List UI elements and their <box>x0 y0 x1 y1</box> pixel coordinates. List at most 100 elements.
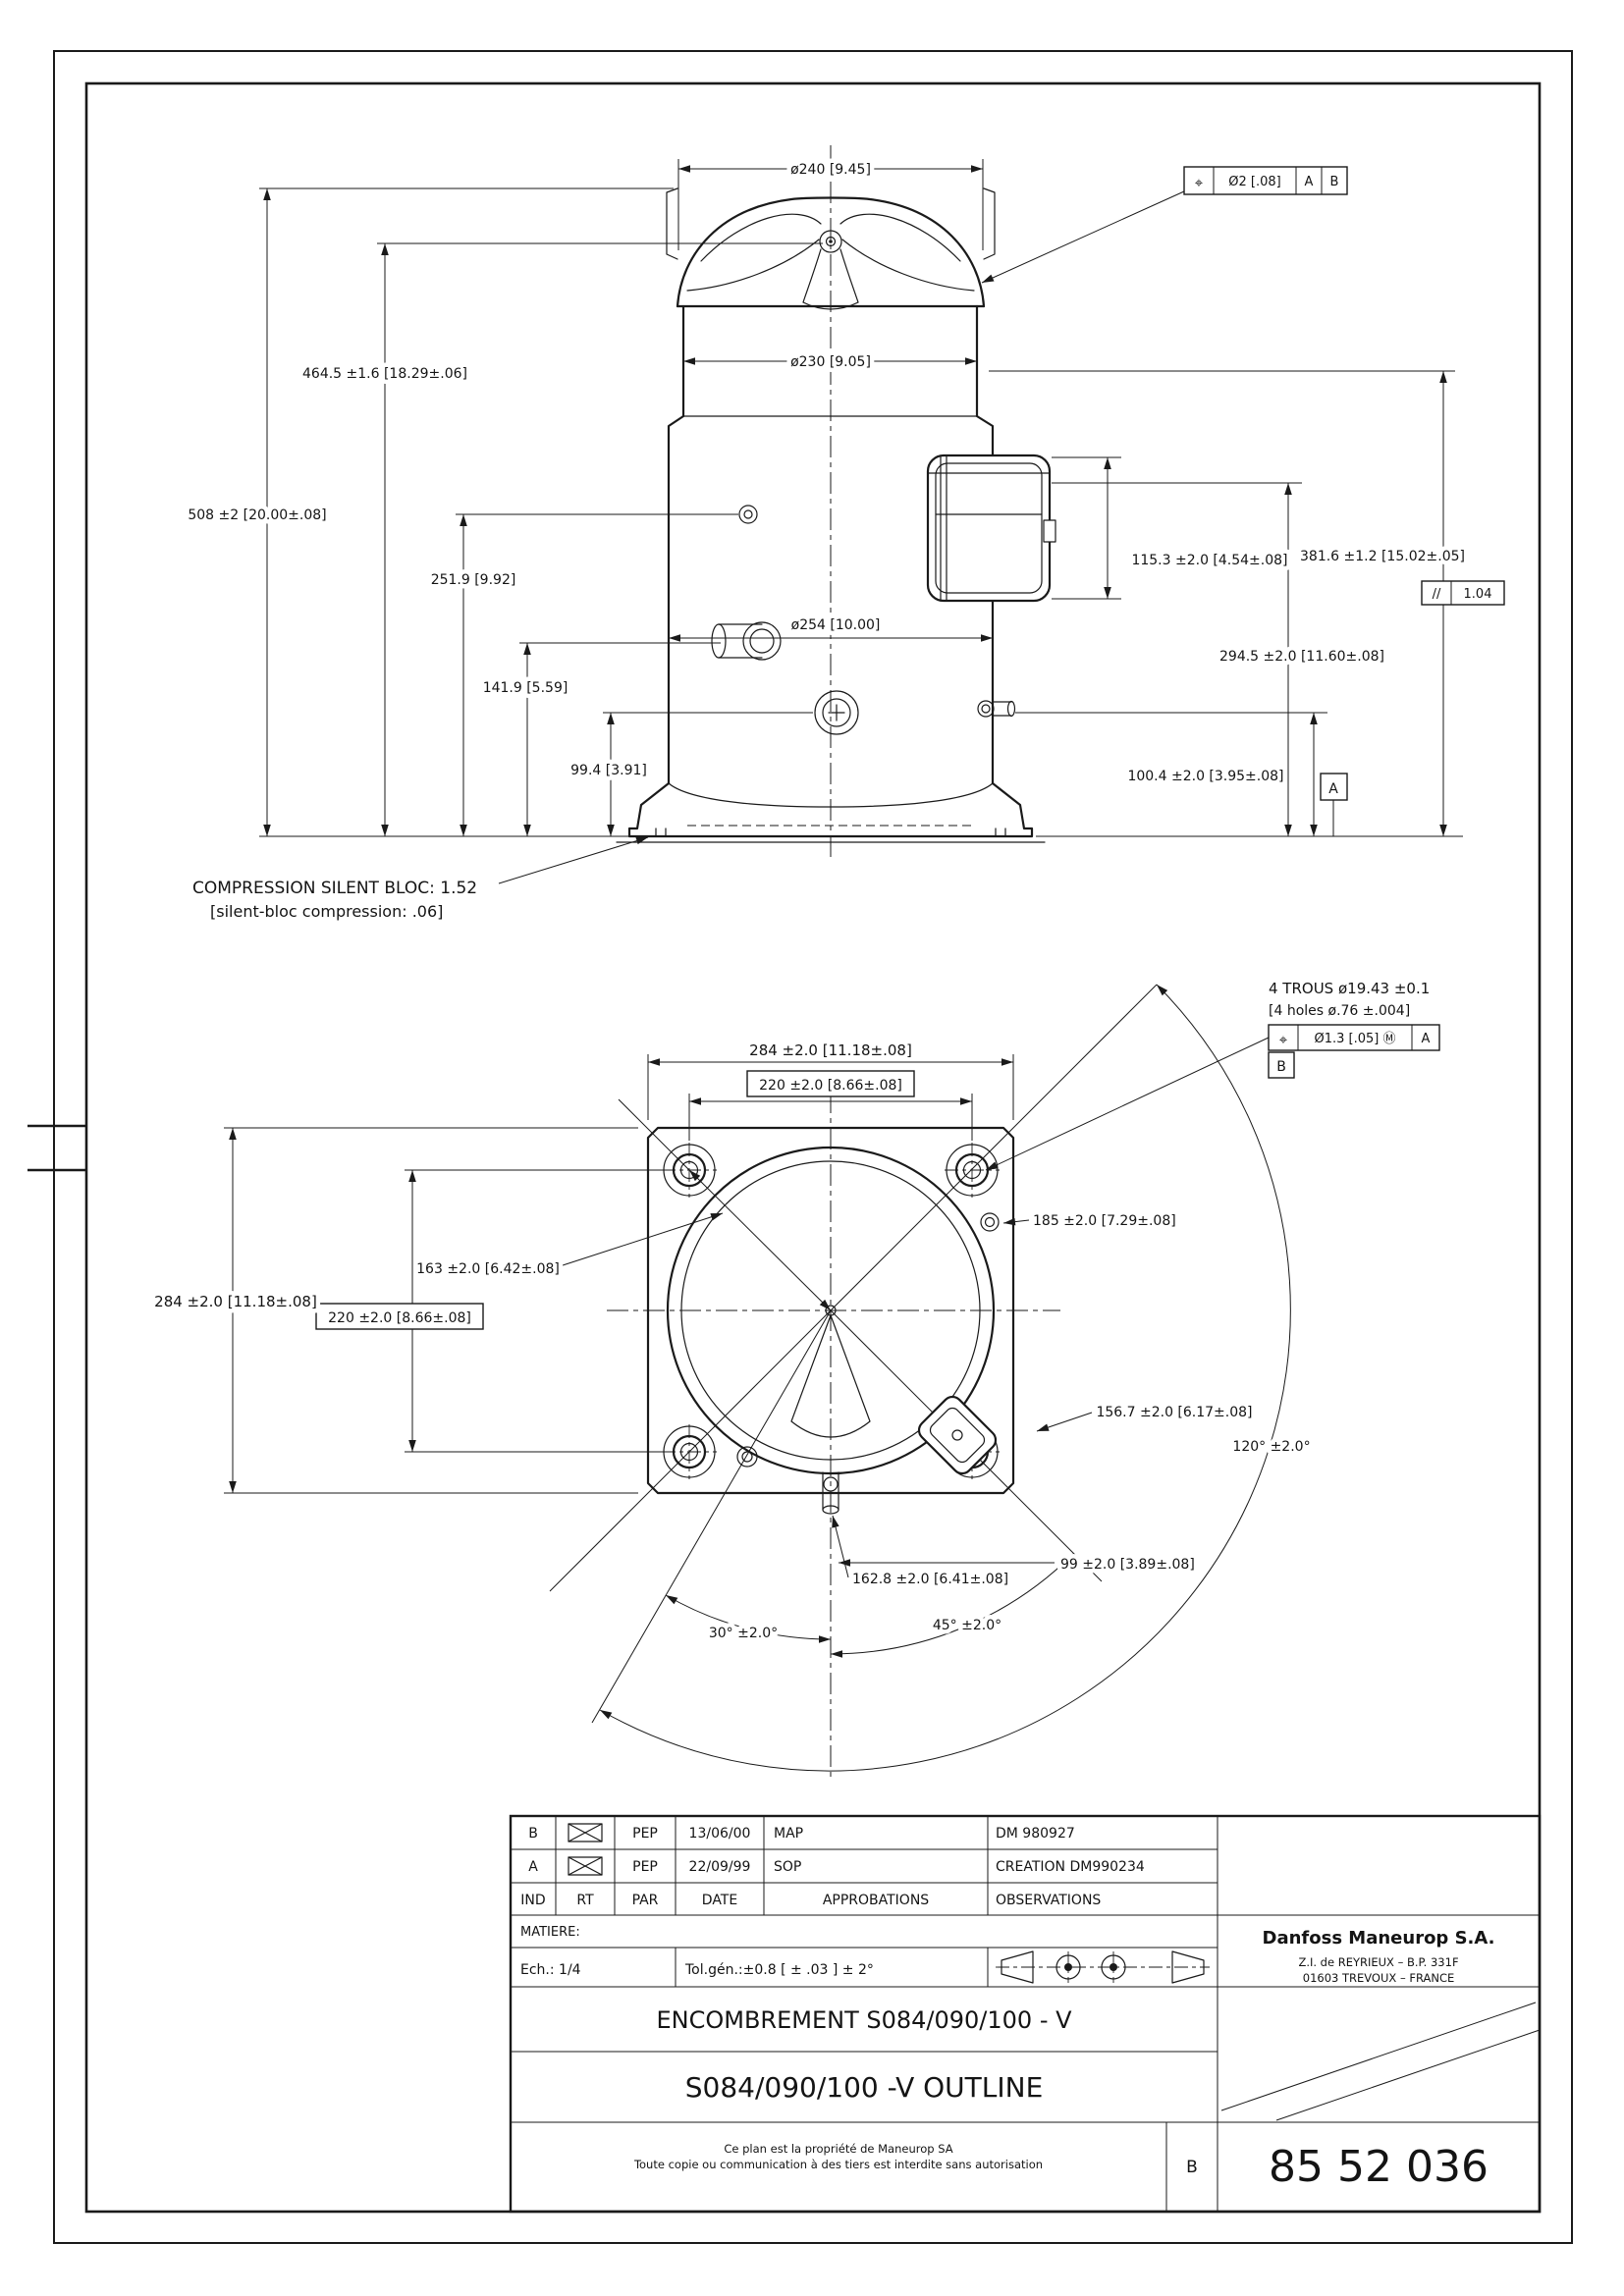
dim-cap-diameter: ø240 [9.45] <box>790 162 871 178</box>
dim-width-holes: 220 ±2.0 [8.66±.08] <box>759 1078 902 1094</box>
revision-header-row: IND RT PAR DATE APPROBATIONS OBSERVATION… <box>520 1893 1101 1908</box>
dim-height-holes: 220 ±2.0 [8.66±.08] <box>328 1310 471 1326</box>
dim-fitting-height: 100.4 ±2.0 [3.95±.08] <box>1127 769 1283 784</box>
angle-arcs <box>599 984 1291 1772</box>
upper-right-fitting <box>980 1212 1000 1232</box>
rev-ind: A <box>528 1859 538 1875</box>
rev-observation: CREATION DM990234 <box>996 1859 1145 1875</box>
dim-discharge-offset: 156.7 ±2.0 [6.17±.08] <box>1096 1405 1252 1420</box>
discharge-fitting <box>917 1395 998 1475</box>
dim-hole-radius: 163 ±2.0 [6.42±.08] <box>416 1261 560 1277</box>
title-block: B PEP 13/06/00 MAP DM 980927 A PEP 22/09… <box>509 1814 1542 2214</box>
header-rt: RT <box>576 1893 594 1908</box>
dim-suction-height: 141.9 [5.59] <box>483 680 568 696</box>
rev-ind: B <box>528 1826 538 1842</box>
dim-terminal-bottom-height: 294.5 ±2.0 [11.60±.08] <box>1219 649 1384 665</box>
ray-30deg <box>591 1309 832 1724</box>
note-silent-bloc-fr: COMPRESSION SILENT BLOC: 1.52 <box>192 879 477 898</box>
fcf-tolerance: Ø1.3 [.05] Ⓜ <box>1315 1032 1396 1046</box>
dim-base-width: 284 ±2.0 [11.18±.08] <box>749 1041 912 1059</box>
drawing-number: 85 52 036 <box>1269 2142 1489 2192</box>
arc-45deg <box>830 1553 1074 1658</box>
terminal-box <box>926 454 1056 603</box>
datum-b-label: B <box>1276 1059 1286 1075</box>
dim-overall-height: 508 ±2 [20.00±.08] <box>188 507 326 523</box>
sheet-border <box>27 50 1573 2244</box>
drawing-title-en: S084/090/100 -V OUTLINE <box>685 2071 1044 2104</box>
dim-angle-120: 120° ±2.0° <box>1232 1439 1310 1455</box>
note-silent-bloc-en: [silent-bloc compression: .06] <box>210 902 443 921</box>
holes-note-block: 4 TROUS ø19.43 ±0.1 [4 holes ø.76 ±.004]… <box>985 980 1440 1171</box>
dim-base-height: 284 ±2.0 [11.18±.08] <box>154 1293 317 1310</box>
dim-lower-fitting-offset: 99 ±2.0 [3.89±.08] <box>1060 1557 1195 1573</box>
void-diagonal-lines <box>1220 2002 1541 2121</box>
header-ind: IND <box>520 1893 545 1908</box>
cap-center-boss <box>819 230 842 253</box>
dim-shell-height: 464.5 ±1.6 [18.29±.06] <box>302 366 467 382</box>
dim-oil-glass-height: 251.9 [9.92] <box>431 572 516 588</box>
dim-sight-glass-height: 99.4 [3.91] <box>570 763 647 778</box>
datum-a-frame: A <box>1320 773 1348 836</box>
header-approbations: APPROBATIONS <box>823 1893 929 1908</box>
silent-bloc-leader <box>498 836 649 884</box>
oil-glass-bolt <box>738 505 758 524</box>
title-block-grid <box>511 1816 1540 2212</box>
parallel-symbol-icon: // <box>1433 587 1441 602</box>
rev-approbation: SOP <box>774 1859 801 1875</box>
rev-par: PEP <box>632 1859 658 1875</box>
cap-lug-left <box>666 187 678 260</box>
note-holes-fr: 4 TROUS ø19.43 ±0.1 <box>1269 980 1430 997</box>
position-symbol-icon: ⌖ <box>1279 1031 1288 1048</box>
scale-label: Ech.: 1/4 <box>520 1962 581 1978</box>
position-symbol-icon: ⌖ <box>1195 174 1204 191</box>
company-address-1: Z.I. de REYRIEUX – B.P. 331F <box>1298 1955 1458 1969</box>
fcf-datum-a: A <box>1422 1032 1431 1046</box>
bottom-view: 220 ±2.0 [8.66±.08] 220 ±2.0 [8.66±.08] … <box>150 980 1440 1777</box>
matiere-label: MATIERE: <box>520 1925 580 1940</box>
fcf-leader <box>981 190 1185 284</box>
rev-par: PEP <box>632 1826 658 1842</box>
dim-angle-30: 30° ±2.0° <box>709 1626 778 1641</box>
fcf-datum-a: A <box>1305 175 1314 189</box>
basic-dim-width-holes: 220 ±2.0 [8.66±.08] <box>746 1070 915 1097</box>
property-note-2: Toute copie ou communication à des tiers… <box>633 2158 1043 2171</box>
extension-lines-front <box>259 159 1463 837</box>
company-address-2: 01603 TREVOUX – FRANCE <box>1303 1971 1455 1985</box>
front-view: ø240 [9.45] ø230 [9.05] ø254 [10.00] 508… <box>184 145 1505 921</box>
dim-main-shell-diameter: ø254 [10.00] <box>791 617 881 633</box>
revision-flag-icon <box>568 1823 603 1842</box>
header-observations: OBSERVATIONS <box>996 1893 1101 1908</box>
dim-drain-offset: 162.8 ±2.0 [6.41±.08] <box>852 1572 1008 1587</box>
property-note-1: Ce plan est la propriété de Maneurop SA <box>724 2142 952 2156</box>
rev-date: 22/09/99 <box>689 1859 751 1875</box>
fcf-datum-b: B <box>1330 175 1339 189</box>
terminal-box-latch <box>1043 519 1056 543</box>
fcf-parallelism: // 1.04 <box>1421 580 1505 606</box>
datum-a-label: A <box>1328 781 1338 797</box>
suction-connector <box>711 621 782 661</box>
header-date: DATE <box>702 1893 737 1908</box>
projection-symbol-icon <box>996 1950 1210 1984</box>
rev-date: 13/06/00 <box>689 1826 751 1842</box>
revision-row: A PEP 22/09/99 SOP CREATION DM990234 <box>528 1856 1145 1876</box>
rev-approbation: MAP <box>774 1826 803 1842</box>
company-name: Danfoss Maneurop S.A. <box>1263 1928 1495 1949</box>
holes-fcf-leader <box>985 1037 1270 1171</box>
dim-terminal-box-height: 115.3 ±2.0 [4.54±.08] <box>1131 553 1287 568</box>
cap-lug-right <box>983 187 996 260</box>
rev-observation: DM 980927 <box>996 1826 1075 1842</box>
dim-upper-shell-diameter: ø230 [9.05] <box>790 354 871 370</box>
revision-row: B PEP 13/06/00 MAP DM 980927 <box>528 1823 1075 1842</box>
general-tolerance-label: Tol.gén.:±0.8 [ ± .03 ] ± 2° <box>684 1962 874 1978</box>
arc-120deg <box>599 984 1291 1772</box>
dim-terminal-top-height: 381.6 ±1.2 [15.02±.05] <box>1300 549 1465 564</box>
compressor-base <box>616 781 1046 843</box>
revision-flag-icon <box>568 1856 603 1876</box>
fcf-tolerance: Ø2 [.08] <box>1228 175 1280 189</box>
extension-lines-bottom <box>224 1054 1014 1494</box>
header-par: PAR <box>632 1893 659 1908</box>
note-holes-en: [4 holes ø.76 ±.004] <box>1269 1003 1410 1019</box>
fold-marks <box>27 1124 86 1172</box>
right-fitting <box>977 700 1016 718</box>
